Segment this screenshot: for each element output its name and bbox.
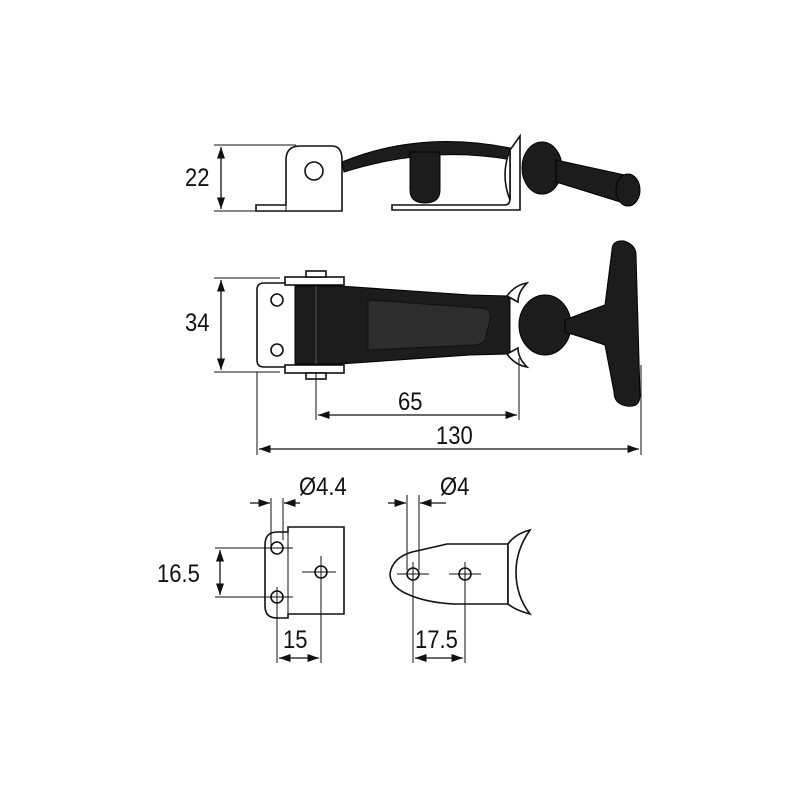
dim-hole-dia-4-4: Ø4.4 — [299, 473, 347, 501]
dim-height-22: 22 — [185, 164, 210, 192]
dim-hole-offset-15: 15 — [283, 626, 308, 654]
dim-length-130: 130 — [436, 422, 473, 450]
dim-width-34: 34 — [185, 309, 210, 337]
side-view — [214, 133, 641, 212]
top-view — [214, 240, 642, 455]
dim-pivot-65: 65 — [398, 388, 423, 416]
keeper-bracket-detail — [388, 495, 533, 663]
dim-hole-dia-4: Ø4 — [440, 473, 470, 501]
dim-hole-spacing-17-5: 17.5 — [415, 626, 458, 654]
dim-hole-spacing-16-5: 16.5 — [157, 560, 200, 588]
base-bracket-detail — [215, 498, 345, 663]
